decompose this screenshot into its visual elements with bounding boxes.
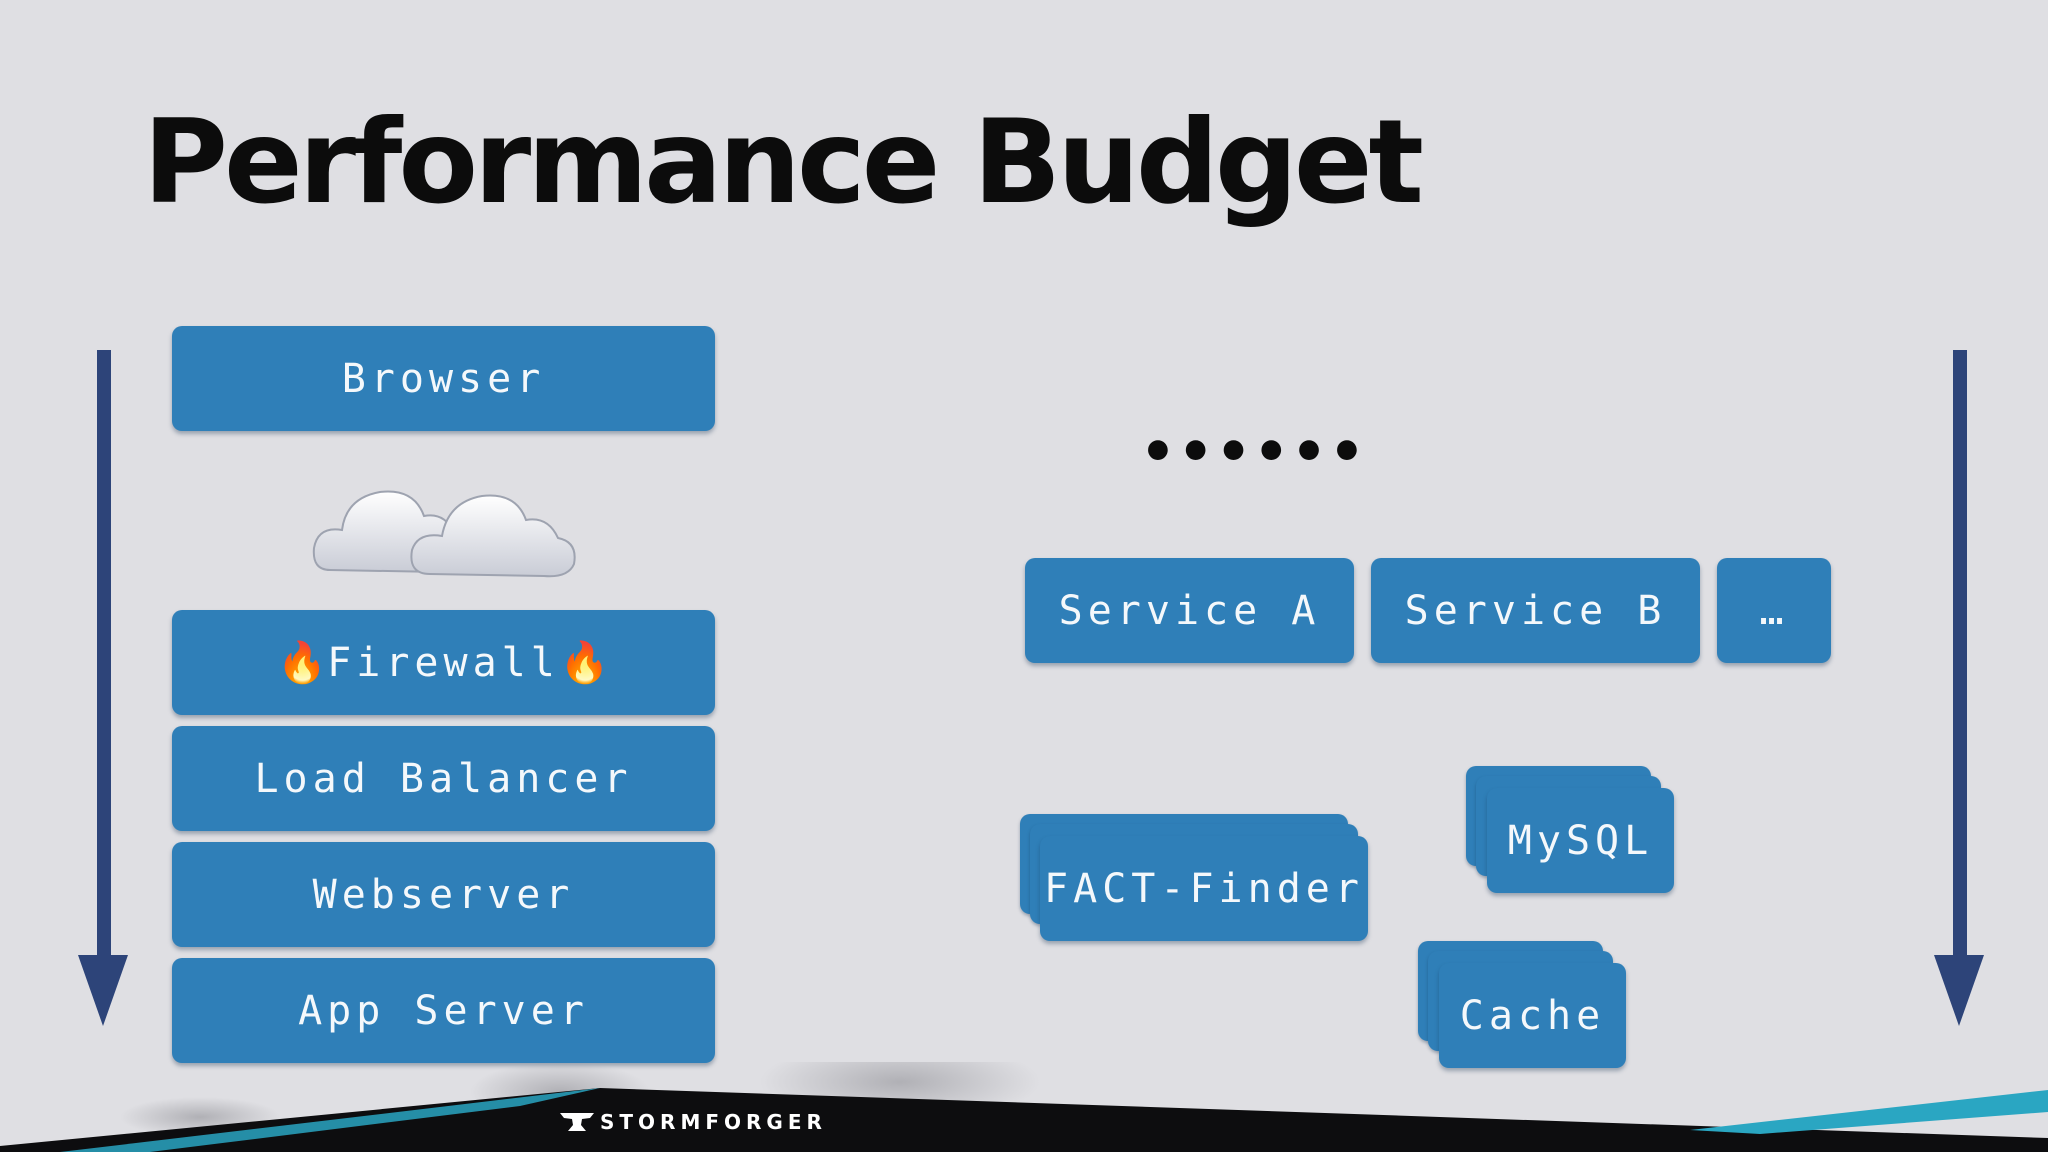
fact-finder-label: FACT-Finder xyxy=(1044,865,1364,912)
footer-band xyxy=(0,1062,2048,1152)
more-services-label: … xyxy=(1759,587,1789,634)
app-server-label: App Server xyxy=(298,987,589,1034)
firewall-label: Firewall xyxy=(327,639,560,686)
slide-title: Performance Budget xyxy=(143,95,1424,230)
cloud-icon xyxy=(312,490,576,578)
fire-icon-left: 🔥 xyxy=(277,640,328,686)
ellipsis-dots: •••••• xyxy=(1140,420,1367,485)
fire-icon-right: 🔥 xyxy=(559,640,610,686)
browser-label: Browser xyxy=(341,355,546,402)
right-down-arrow xyxy=(1934,350,1984,1026)
left-down-arrow xyxy=(78,350,128,1026)
cache-box: Cache xyxy=(1439,963,1626,1068)
service-b-label: Service B xyxy=(1404,587,1667,634)
more-services-box: … xyxy=(1717,558,1831,663)
fact-finder-box: FACT-Finder xyxy=(1040,836,1368,941)
webserver-box: Webserver xyxy=(172,842,715,947)
service-a-box: Service A xyxy=(1025,558,1354,663)
anvil-icon xyxy=(560,1113,594,1131)
app-server-box: App Server xyxy=(172,958,715,1063)
brand-name: STORMFORGER xyxy=(600,1110,827,1134)
cache-label: Cache xyxy=(1459,992,1606,1039)
firewall-box: 🔥Firewall🔥 xyxy=(172,610,715,715)
service-a-label: Service A xyxy=(1058,587,1321,634)
load-balancer-box: Load Balancer xyxy=(172,726,715,831)
service-b-box: Service B xyxy=(1371,558,1700,663)
mysql-label: MySQL xyxy=(1507,817,1654,864)
stormforger-logo: STORMFORGER xyxy=(560,1110,827,1134)
load-balancer-label: Load Balancer xyxy=(254,755,633,802)
webserver-label: Webserver xyxy=(312,871,575,918)
browser-box: Browser xyxy=(172,326,715,431)
mysql-box: MySQL xyxy=(1487,788,1674,893)
